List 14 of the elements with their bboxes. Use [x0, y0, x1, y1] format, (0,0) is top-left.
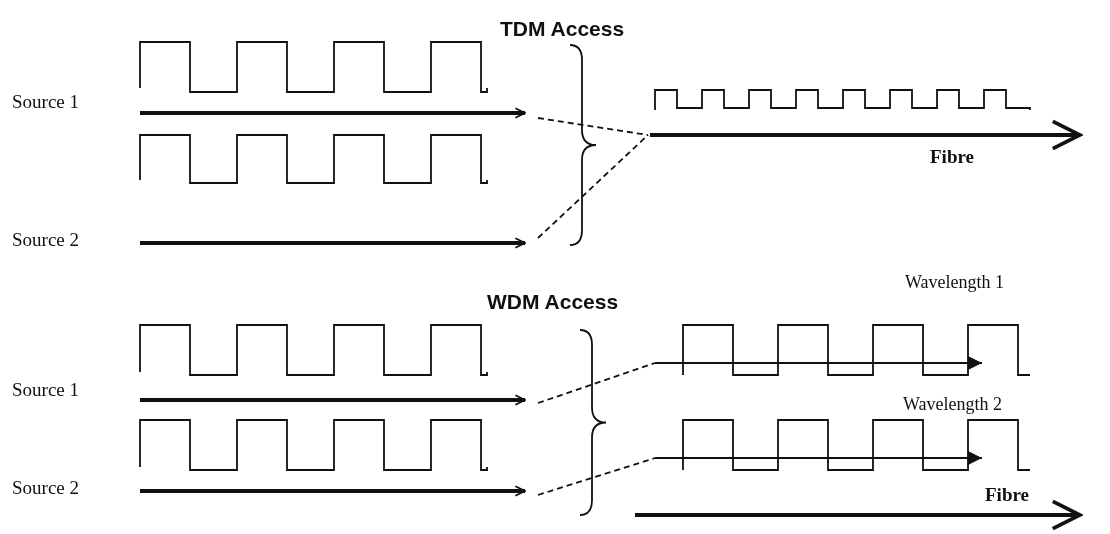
source-label: Source 2 — [12, 229, 79, 251]
fibre-label: Fibre — [930, 146, 974, 168]
wavelength-label: Wavelength 1 — [905, 272, 1005, 293]
section-title: WDM Access — [487, 290, 619, 314]
arrow — [140, 394, 526, 406]
source-label: Source 2 — [12, 477, 79, 499]
arrow — [140, 485, 526, 497]
arrow — [140, 107, 526, 119]
wavelength-label: Wavelength 2 — [903, 394, 1003, 415]
section-title: TDM Access — [500, 17, 625, 41]
fibre-label: Fibre — [985, 484, 1029, 506]
arrow — [140, 237, 526, 249]
source-label: Source 1 — [12, 379, 79, 401]
source-label: Source 1 — [12, 91, 79, 113]
